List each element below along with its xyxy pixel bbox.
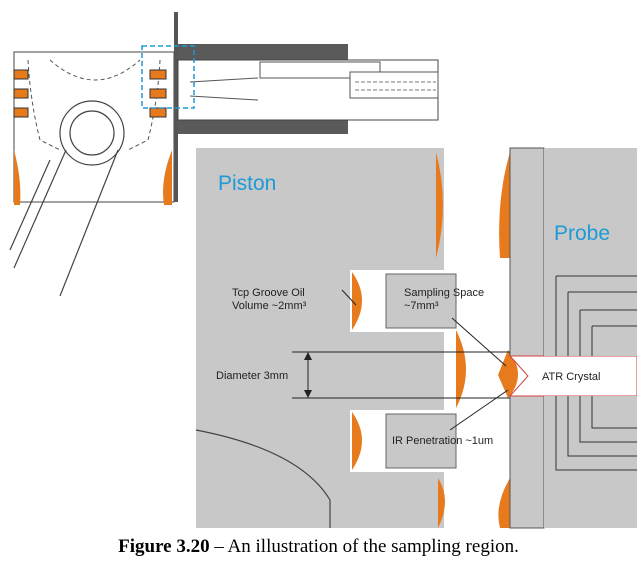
left-rings xyxy=(13,69,29,118)
sampling-oil xyxy=(498,350,518,398)
groove-leader xyxy=(341,289,357,306)
figure-number: Figure 3.20 xyxy=(118,536,210,557)
top-groove-label-line2: Volume ~2mm³ xyxy=(232,300,307,312)
detail-view xyxy=(195,147,637,529)
probe-body-overview xyxy=(177,44,439,134)
probe-housing-bottom xyxy=(544,396,637,528)
probe-wall-top xyxy=(509,147,545,357)
cylinder-wall xyxy=(174,12,178,202)
lower-ring xyxy=(385,413,457,469)
top-ring xyxy=(385,273,457,329)
figure-caption: Figure 3.20 – An illustration of the sam… xyxy=(0,536,637,558)
caption-text: – An illustration of the sampling region… xyxy=(209,536,519,557)
probe-housing-top xyxy=(544,148,637,356)
top-groove-label-line1: Tcp Groove Oil xyxy=(232,287,305,299)
piston-label: Piston xyxy=(218,172,276,195)
piston-oil-film-top xyxy=(436,152,443,258)
probe-wall-bottom xyxy=(509,395,545,529)
connecting-rod xyxy=(9,100,125,297)
sampling-leader xyxy=(451,317,507,367)
right-rings xyxy=(149,69,167,118)
piston-oil-film-mid xyxy=(456,330,466,408)
liner-oil-top xyxy=(499,152,510,258)
piston-inner-dashed xyxy=(27,59,161,151)
ir-leader xyxy=(449,389,509,431)
ir-penetration-label: IR Penetration ~1um xyxy=(392,435,493,447)
overview-schematic xyxy=(9,12,439,297)
liner-oil-bottom xyxy=(498,478,510,528)
sampling-space-label-line2: ~7mm³ xyxy=(404,300,439,312)
zoom-region-marker xyxy=(141,45,195,109)
probe-steps-bottom xyxy=(555,396,637,471)
right-oil-skirt xyxy=(163,150,172,205)
left-oil-skirt xyxy=(14,150,21,205)
diameter-arrow-head-top xyxy=(304,352,312,360)
sampling-space-label-line1: Sampling Space xyxy=(404,287,484,299)
atr-crystal-label: ATR Crystal xyxy=(542,371,600,383)
probe-steps-top xyxy=(555,275,637,356)
piston-oil-film-bottom xyxy=(438,478,445,528)
diameter-label: Diameter 3mm xyxy=(216,370,288,382)
probe-label: Probe xyxy=(554,222,610,245)
top-groove-oil xyxy=(352,272,362,330)
diameter-arrow-head-bottom xyxy=(304,390,312,398)
lower-groove-oil xyxy=(352,412,362,470)
piston-inner-curve xyxy=(195,429,331,528)
